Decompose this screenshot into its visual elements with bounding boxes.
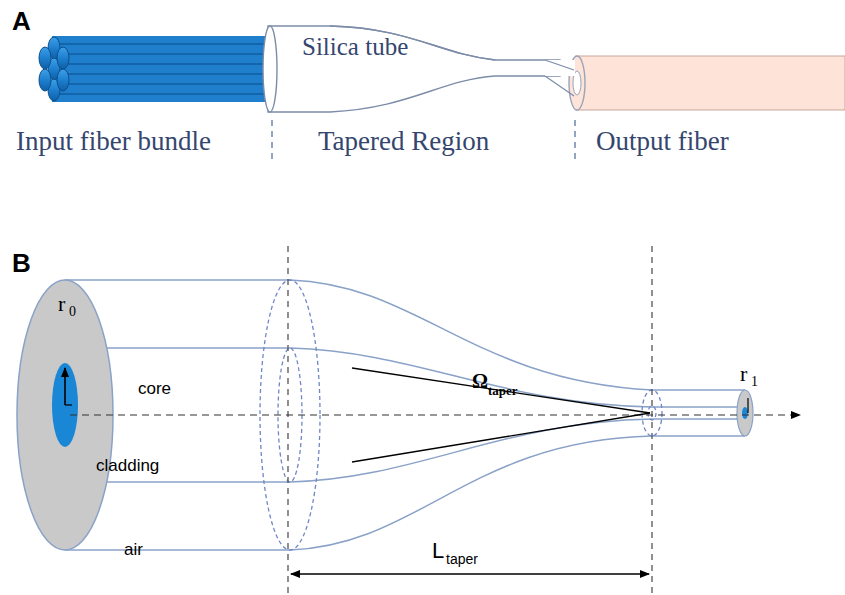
radius-symbol: r	[58, 293, 65, 315]
angle-subscript: taper	[488, 384, 518, 397]
panel-letter: B	[12, 250, 31, 276]
section-name: Output fiber	[596, 128, 729, 155]
region-name: core	[138, 380, 171, 397]
length-subscript: taper	[446, 552, 478, 566]
core-end-face	[52, 363, 78, 447]
radius-subscript: 0	[69, 305, 76, 319]
fiber-bundle	[39, 36, 274, 102]
section-name: Input fiber bundle	[16, 128, 211, 155]
panel-letter: A	[12, 8, 31, 34]
part-name: Silica tube	[302, 34, 408, 59]
radius-symbol: r	[740, 363, 747, 385]
angle-symbol: Ω	[472, 371, 488, 391]
silica-tube	[268, 26, 560, 112]
region-name: air	[124, 541, 143, 558]
radius-subscript: 1	[751, 375, 758, 389]
section-name: Tapered Region	[318, 128, 489, 155]
output-fiber	[576, 56, 845, 110]
region-name: cladding	[96, 457, 159, 474]
length-symbol: L	[432, 540, 444, 562]
